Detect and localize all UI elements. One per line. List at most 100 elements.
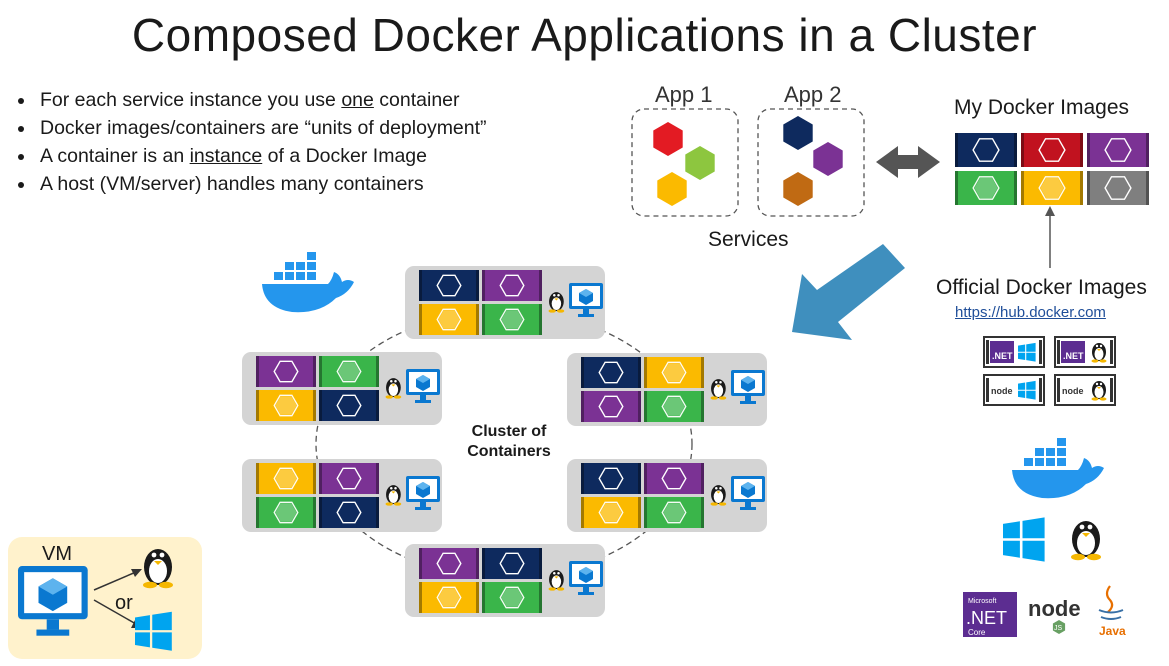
container-hexagon-fill bbox=[663, 503, 685, 522]
java-icon bbox=[1098, 609, 1124, 620]
bullet-item: A container is an instance of a Docker I… bbox=[14, 142, 487, 170]
container-tile bbox=[581, 463, 641, 494]
container-hexagon bbox=[972, 176, 1000, 200]
container-hexagon-fill bbox=[275, 469, 297, 488]
container-hexagon bbox=[1038, 138, 1066, 162]
app-2-group bbox=[757, 108, 865, 217]
badge-edge bbox=[1057, 340, 1060, 364]
dotnet-core-icon-text: Core bbox=[968, 628, 986, 637]
service-hexagon bbox=[653, 122, 683, 156]
container-edge bbox=[419, 270, 422, 301]
container-tile bbox=[256, 390, 316, 421]
my-docker-images-label: My Docker Images bbox=[954, 96, 1130, 119]
container-edge bbox=[482, 304, 485, 335]
container-hexagon bbox=[661, 467, 687, 490]
container-edge bbox=[701, 391, 704, 422]
container-tile bbox=[256, 497, 316, 528]
container-edge bbox=[955, 171, 958, 205]
container-hexagon bbox=[273, 394, 299, 417]
container-hexagon-fill bbox=[338, 362, 360, 381]
image-tile bbox=[1087, 171, 1149, 205]
container-tile bbox=[482, 548, 542, 579]
nodejs-icon-text: JS bbox=[1054, 625, 1063, 632]
container-edge bbox=[955, 133, 958, 167]
container-edge bbox=[376, 497, 379, 528]
container-edge bbox=[319, 497, 322, 528]
linux-icon bbox=[1071, 521, 1101, 561]
badge-edge bbox=[1110, 340, 1113, 364]
dotnet-core-icon-text: .NET bbox=[966, 608, 1007, 628]
badge-edge bbox=[1039, 340, 1042, 364]
container-hexagon bbox=[336, 394, 362, 417]
image-tile bbox=[1021, 133, 1083, 167]
container-edge bbox=[1021, 171, 1024, 205]
container-edge bbox=[376, 356, 379, 387]
app1-label: App 1 bbox=[655, 82, 713, 107]
container-hexagon bbox=[499, 308, 525, 331]
container-hexagon bbox=[661, 361, 687, 384]
container-edge bbox=[313, 463, 316, 494]
container-edge bbox=[319, 463, 322, 494]
cluster-label-line1: Cluster of bbox=[471, 423, 547, 440]
container-edge bbox=[482, 582, 485, 613]
container-edge bbox=[638, 463, 641, 494]
cluster-label-line2: Containers bbox=[467, 443, 551, 460]
container-tile bbox=[419, 582, 479, 613]
container-hexagon-fill bbox=[1040, 177, 1064, 199]
container-hexagon bbox=[336, 360, 362, 383]
container-edge bbox=[701, 357, 704, 388]
container-edge bbox=[581, 463, 584, 494]
container-tile bbox=[581, 357, 641, 388]
container-hexagon bbox=[436, 274, 462, 297]
container-edge bbox=[638, 357, 641, 388]
container-tile bbox=[319, 390, 379, 421]
container-edge bbox=[1146, 171, 1149, 205]
container-edge bbox=[581, 497, 584, 528]
container-hexagon bbox=[436, 586, 462, 609]
container-tile bbox=[482, 270, 542, 301]
container-edge bbox=[319, 390, 322, 421]
container-tile bbox=[482, 582, 542, 613]
container-hexagon-fill bbox=[501, 310, 523, 329]
container-tile bbox=[319, 356, 379, 387]
container-edge bbox=[539, 548, 542, 579]
container-hexagon-fill bbox=[600, 503, 622, 522]
bullet-emphasis: one bbox=[341, 89, 374, 111]
service-hexagon bbox=[783, 116, 813, 150]
container-hexagon bbox=[598, 501, 624, 524]
official-image-badge: node bbox=[983, 374, 1045, 406]
container-edge bbox=[638, 497, 641, 528]
container-edge bbox=[581, 357, 584, 388]
container-tile bbox=[581, 497, 641, 528]
container-edge bbox=[539, 304, 542, 335]
container-hexagon bbox=[1104, 138, 1132, 162]
container-edge bbox=[1146, 133, 1149, 167]
container-edge bbox=[701, 497, 704, 528]
image-tile bbox=[955, 133, 1017, 167]
container-tile bbox=[256, 463, 316, 494]
nodejs-icon: node bbox=[1028, 596, 1081, 621]
docker-hub-link[interactable]: https://hub.docker.com bbox=[955, 304, 1106, 321]
nodejs-hex-icon bbox=[1052, 620, 1066, 634]
container-hexagon-fill bbox=[974, 177, 998, 199]
container-edge bbox=[644, 497, 647, 528]
bullet-text: of a Docker Image bbox=[262, 145, 427, 167]
container-hexagon bbox=[661, 395, 687, 418]
java-icon-text: Java bbox=[1099, 624, 1126, 638]
container-edge bbox=[376, 390, 379, 421]
container-tile bbox=[644, 463, 704, 494]
dotnet-icon-text: .NET bbox=[992, 351, 1013, 361]
badge-edge bbox=[1039, 378, 1042, 402]
official-image-badge: node bbox=[1054, 374, 1116, 406]
container-edge bbox=[319, 356, 322, 387]
docker-whale-icon bbox=[262, 252, 354, 313]
container-hexagon-fill bbox=[501, 588, 523, 607]
container-edge bbox=[476, 304, 479, 335]
service-hexagon bbox=[813, 142, 843, 176]
service-hexagon bbox=[657, 172, 687, 206]
container-hexagon bbox=[336, 467, 362, 490]
double-arrow bbox=[876, 146, 940, 178]
up-arrow-head bbox=[1045, 206, 1055, 216]
container-hexagon-fill bbox=[275, 503, 297, 522]
